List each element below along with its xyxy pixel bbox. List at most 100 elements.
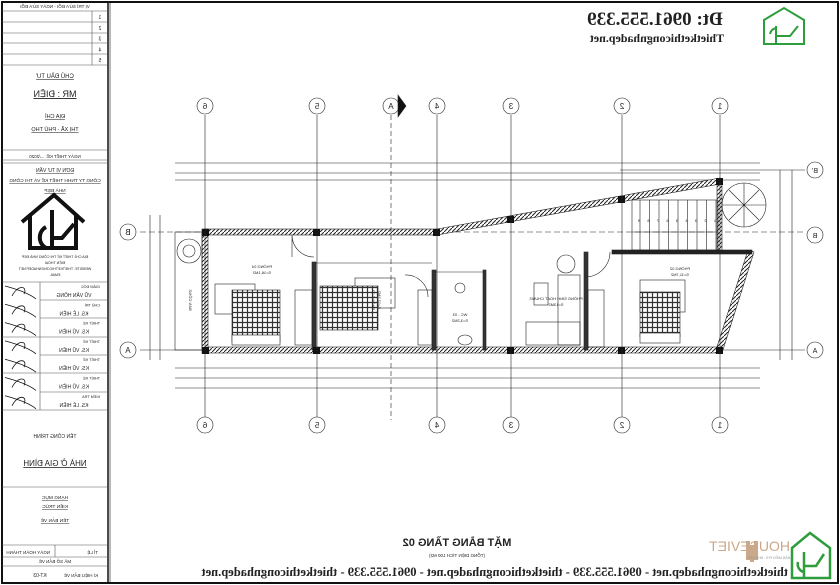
grid-label-top: 5 — [314, 102, 319, 111]
signature-name: VŨ VĂN HỒNG — [56, 292, 91, 299]
room-name: BAN CÔNG — [188, 289, 193, 310]
room-name: PHÒNG 03 — [371, 289, 376, 310]
consultant-label: ĐƠN VỊ TƯ VẤN — [36, 167, 74, 174]
company-info: EMAIL — [50, 273, 61, 277]
grid-label-left: A — [125, 346, 131, 355]
company-name: CÔNG TY TNHH THIẾT KẾ VÀ THI CÔNG — [9, 177, 101, 184]
revision-number: 1 — [98, 15, 101, 21]
stair-step-number: 6 — [666, 218, 669, 223]
room-name: WC - 03 — [452, 312, 467, 317]
code-row: MÃ SỐ BẢN VẼ — [39, 558, 71, 564]
company-sub: NHÀ ĐẸP — [44, 187, 65, 194]
grid-label-bottom: 2 — [619, 421, 624, 430]
header-website: Thietkethicongnhadep.net — [590, 31, 724, 45]
grid-label-bottom: 6 — [202, 421, 207, 430]
grid-label-right: B' — [812, 168, 818, 175]
footer-watermark: thietkethicongnhadep.net - 0961.555.339 … — [201, 565, 788, 579]
header-logo — [763, 6, 805, 45]
room-area: S=16,1M2 — [252, 270, 271, 275]
grid-label-bottom: 4 — [434, 421, 439, 430]
grid-bubble — [806, 161, 824, 179]
owner-label: CHỦ ĐẦU TƯ — [36, 73, 74, 80]
grid-bubble — [196, 97, 214, 115]
revision-number: 2 — [98, 26, 101, 32]
revision-number: 4 — [98, 47, 101, 53]
room-name: PHÒNG 04 — [251, 264, 272, 269]
floor-plan — [119, 94, 824, 434]
room-area: S=3,2M2 — [451, 318, 468, 323]
stair-step-number: 7 — [656, 218, 659, 223]
signature-icon — [4, 285, 37, 300]
signature-name: KS. VŨ HIỀN — [59, 365, 89, 372]
grid-bubble — [711, 97, 729, 115]
grid-label-bottom: 5 — [314, 421, 319, 430]
grid-bubble — [428, 97, 446, 115]
owner-name: MR : ĐIỆN — [33, 89, 76, 99]
grid-bubble — [806, 226, 824, 244]
drawing-title: MẶT BẰNG TẦNG 02 — [403, 536, 512, 549]
category: KIẾN TRÚC — [42, 503, 68, 510]
drawing-label: TÊN BẢN VẼ — [41, 516, 70, 524]
grid-label-top: A — [388, 102, 394, 111]
company-info: ĐIỆN THOẠI — [45, 260, 66, 265]
houseviet-logo — [746, 531, 832, 580]
revision-number: 3 — [98, 37, 101, 43]
room-name: PHÒNG SINH HOẠT CHUNG — [529, 296, 582, 301]
grid-bubble — [308, 416, 326, 434]
grid-bubble — [613, 416, 631, 434]
grid-label-top: 6 — [202, 102, 207, 111]
grid-label-right: A — [812, 348, 817, 355]
address-label: ĐỊA CHỈ — [45, 113, 65, 120]
signature-name: KS. VŨ HIỀN — [59, 347, 89, 354]
grid-bubble — [613, 97, 631, 115]
signature-role: KIỂM TRA — [82, 394, 100, 399]
houseviet-tagline: BẢN MIỄN PHÍ - NHÀ ĐẸP — [747, 555, 790, 560]
sheet-code: KT-03 — [33, 573, 47, 579]
grid-bubble — [196, 416, 214, 434]
signature-role: THIẾT KẾ — [83, 357, 100, 362]
company-logo — [20, 192, 86, 250]
grid-label-top: 4 — [434, 102, 439, 111]
grid-bubble — [502, 97, 520, 115]
address: THỊ XÃ - PHÚ THỌ — [31, 126, 79, 133]
grid-bubble — [119, 341, 137, 359]
stair-step-number: 1 — [713, 218, 716, 223]
grid-label-bottom: 3 — [508, 421, 513, 430]
company-info: WEBSITE: THIETKETHICONGNHADEP.NET — [18, 267, 91, 271]
room-name: PHÒNG 02 — [669, 266, 690, 271]
grid-bubble — [119, 223, 137, 241]
signature-role: GIÁM ĐỐC — [81, 284, 100, 289]
signature-role: THIẾT KẾ — [83, 339, 100, 344]
signature-name: KS. LÊ HIỀN — [59, 309, 88, 317]
room-area: S=11,7M2 — [670, 272, 689, 277]
grid-label-left: B — [125, 228, 130, 237]
sheet-label: KÍ HIỆU BẢN VẼ — [64, 571, 98, 578]
signature-role: CHỦ TRÌ — [85, 302, 100, 307]
stair-step-number: 4 — [685, 218, 688, 223]
signature-icon — [4, 377, 37, 391]
grid-label-top: 1 — [717, 102, 722, 111]
stair-step-number: 8 — [647, 218, 650, 223]
grid-label-bottom: 1 — [717, 421, 722, 430]
revision-number: 5 — [98, 58, 101, 64]
category-label: HẠNG MỤC — [41, 495, 68, 501]
project-label: TÊN CÔNG TRÌNH — [33, 432, 76, 440]
stair-step-number: 5 — [675, 218, 678, 223]
header-phone: Đt: 0961.555.339 — [587, 9, 723, 30]
room-area: S=13M2 — [548, 302, 564, 307]
houseviet-brand: HOUSEVIET — [709, 538, 790, 554]
stair-step-number: 2 — [704, 218, 707, 223]
signature-icon — [4, 395, 37, 410]
title-block — [2, 10, 108, 567]
grid-bubble — [711, 416, 729, 434]
revision-caption: VỊ TRÍ SỬA ĐỔI - NGÀY SỬA ĐỔI — [20, 3, 90, 9]
company-info: ĐỊA CHỈ: THIẾT KẾ THI CÔNG NHÀ ĐẸP — [21, 254, 88, 259]
signature-role: THIẾT KẾ — [83, 321, 100, 326]
date-label: NGÀY HOÀN THÀNH — [6, 549, 50, 555]
signature-icon — [4, 340, 37, 355]
signature-name: KS. VŨ HIỀN — [59, 384, 89, 391]
stair-step-number: 3 — [694, 218, 697, 223]
grid-label-right: B — [812, 233, 817, 240]
signature-role: THIẾT KẾ — [83, 376, 100, 381]
